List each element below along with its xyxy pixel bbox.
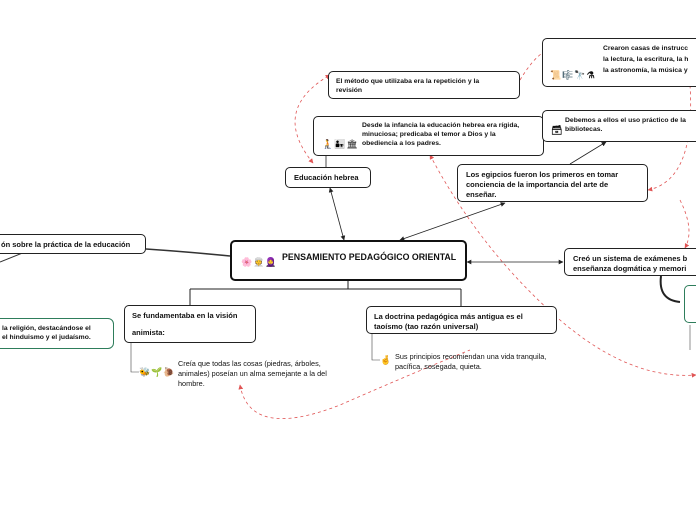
animista-detail: Creía que todas las cosas (piedras, árbo… bbox=[178, 359, 327, 388]
node-bibliotecas[interactable]: 🗃 Debemos a ellos el uso práctico de la … bbox=[542, 110, 696, 142]
relation-metodo-casas bbox=[519, 49, 549, 81]
hebrea-detail-text: Desde la infancia la educación hebrea er… bbox=[362, 122, 520, 148]
connector-central-practice bbox=[145, 248, 231, 257]
relation-egipcios-examenes bbox=[679, 199, 690, 249]
node-metodo[interactable]: El método que utilizaba era la repetició… bbox=[328, 71, 520, 99]
connector-animista-detail bbox=[130, 343, 139, 373]
node-examenes-sub[interactable] bbox=[684, 285, 696, 323]
node-animista[interactable]: Se fundamentaba en la visión animista: bbox=[124, 305, 256, 343]
relation-hebrea-examenes bbox=[429, 154, 696, 378]
connector-examenes-branch bbox=[659, 275, 681, 303]
node-hebrea[interactable]: Educación hebrea bbox=[285, 167, 371, 188]
religion-label: la religión, destacándose el el hinduism… bbox=[2, 325, 91, 342]
casas-emojis: 📜🎼🔭⚗ bbox=[550, 70, 596, 80]
connector-central-egipcios bbox=[399, 202, 506, 241]
taoismo-label: La doctrina pedagógica más antigua es el… bbox=[374, 312, 523, 332]
animista-emojis: 🐝🌱🐌 bbox=[139, 367, 176, 377]
hebrea-emojis: 🧎👨‍👧🏛 bbox=[322, 139, 359, 149]
connector-taoismo-detail bbox=[371, 334, 380, 361]
node-hebrea-detail[interactable]: 🧎👨‍👧🏛 Desde la infancia la educación heb… bbox=[313, 116, 544, 156]
node-practice[interactable]: ón sobre la práctica de la educación bbox=[0, 234, 146, 254]
practice-label: ón sobre la práctica de la educación bbox=[1, 240, 131, 249]
bibliotecas-text: Debemos a ellos el uso práctico de la bi… bbox=[565, 117, 686, 134]
central-title: PENSAMIENTO PEDAGÓGICO ORIENTAL bbox=[282, 252, 457, 262]
connector-central-children bbox=[189, 281, 462, 306]
animista-label: Se fundamentaba en la visión animista: bbox=[132, 311, 238, 337]
node-examenes[interactable]: Creó un sistema de exámenes b enseñanza … bbox=[564, 248, 696, 276]
node-casas[interactable]: 📜🎼🔭⚗ Crearon casas de instrucc la lectur… bbox=[542, 38, 696, 87]
hebrea-label: Educación hebrea bbox=[294, 173, 359, 182]
node-taoismo[interactable]: La doctrina pedagógica más antigua es el… bbox=[366, 306, 557, 334]
relation-hebrea-metodo bbox=[294, 74, 331, 164]
central-emojis: 🌸👳🧕 bbox=[241, 257, 278, 267]
examenes-label: Creó un sistema de exámenes b enseñanza … bbox=[573, 254, 688, 274]
connector-central-hebrea bbox=[328, 187, 346, 241]
casas-text: Crearon casas de instrucc la lectura, la… bbox=[603, 45, 689, 74]
metodo-label: El método que utilizaba era la repetició… bbox=[336, 78, 480, 95]
node-egipcios[interactable]: Los egipcios fueron los primeros en toma… bbox=[457, 164, 648, 202]
taoismo-emojis: 🤞 bbox=[380, 355, 393, 365]
taoismo-detail: Sus principios recomiendan una vida tran… bbox=[395, 352, 547, 371]
egipcios-label: Los egipcios fueron los primeros en toma… bbox=[466, 170, 619, 200]
central-topic[interactable]: 🌸👳🧕 PENSAMIENTO PEDAGÓGICO ORIENTAL bbox=[230, 240, 467, 281]
node-religion[interactable]: la religión, destacándose el el hinduism… bbox=[0, 318, 114, 349]
connector-egipcios-bibliotecas bbox=[569, 141, 607, 165]
bibliotecas-emojis: 🗃 bbox=[551, 125, 564, 135]
